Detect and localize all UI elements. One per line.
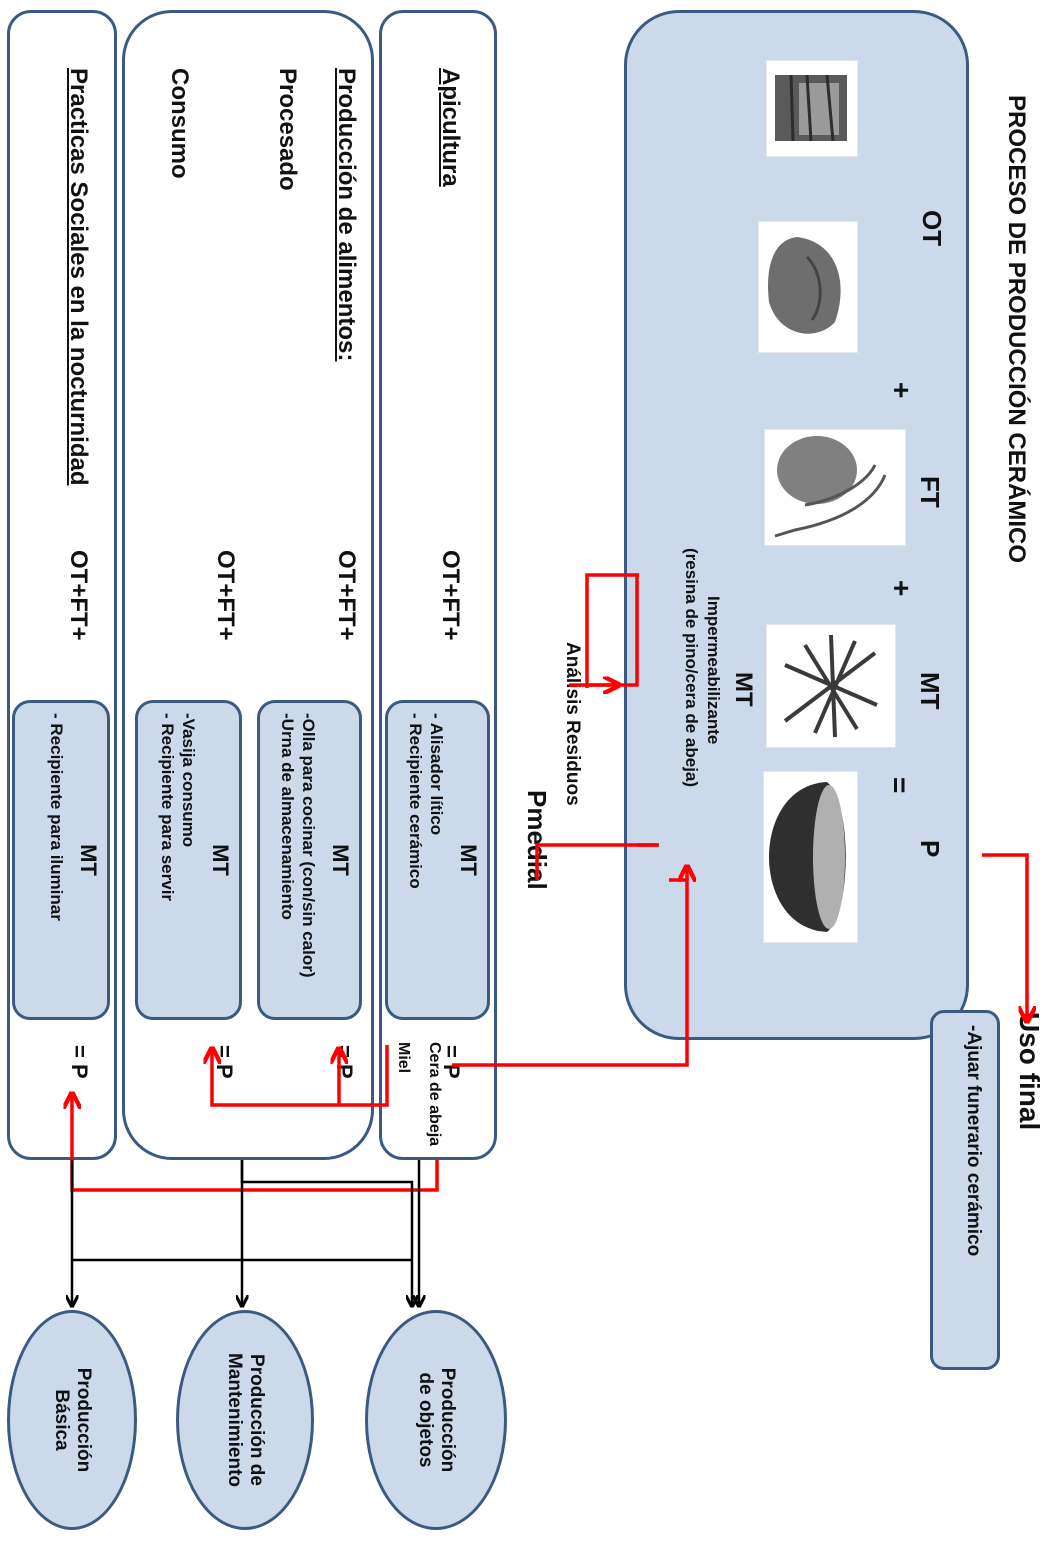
analisis-loop-arrow	[585, 573, 639, 688]
miel-arrow	[212, 1045, 389, 1107]
alimentos-to-objetos-line	[240, 1160, 412, 1305]
tools-bundle-icon	[767, 625, 895, 747]
stone-block-icon	[767, 61, 857, 156]
ceramic-bowl-icon	[764, 772, 857, 942]
cera-to-process-arrow	[452, 878, 689, 1067]
hand-shaping-icon	[765, 430, 905, 545]
clay-lump-icon	[759, 222, 857, 352]
cera-to-nocturnidad-arrow	[72, 1095, 439, 1192]
uso-final-arrow	[982, 853, 1027, 1020]
analisis-arrow-2	[535, 843, 657, 880]
